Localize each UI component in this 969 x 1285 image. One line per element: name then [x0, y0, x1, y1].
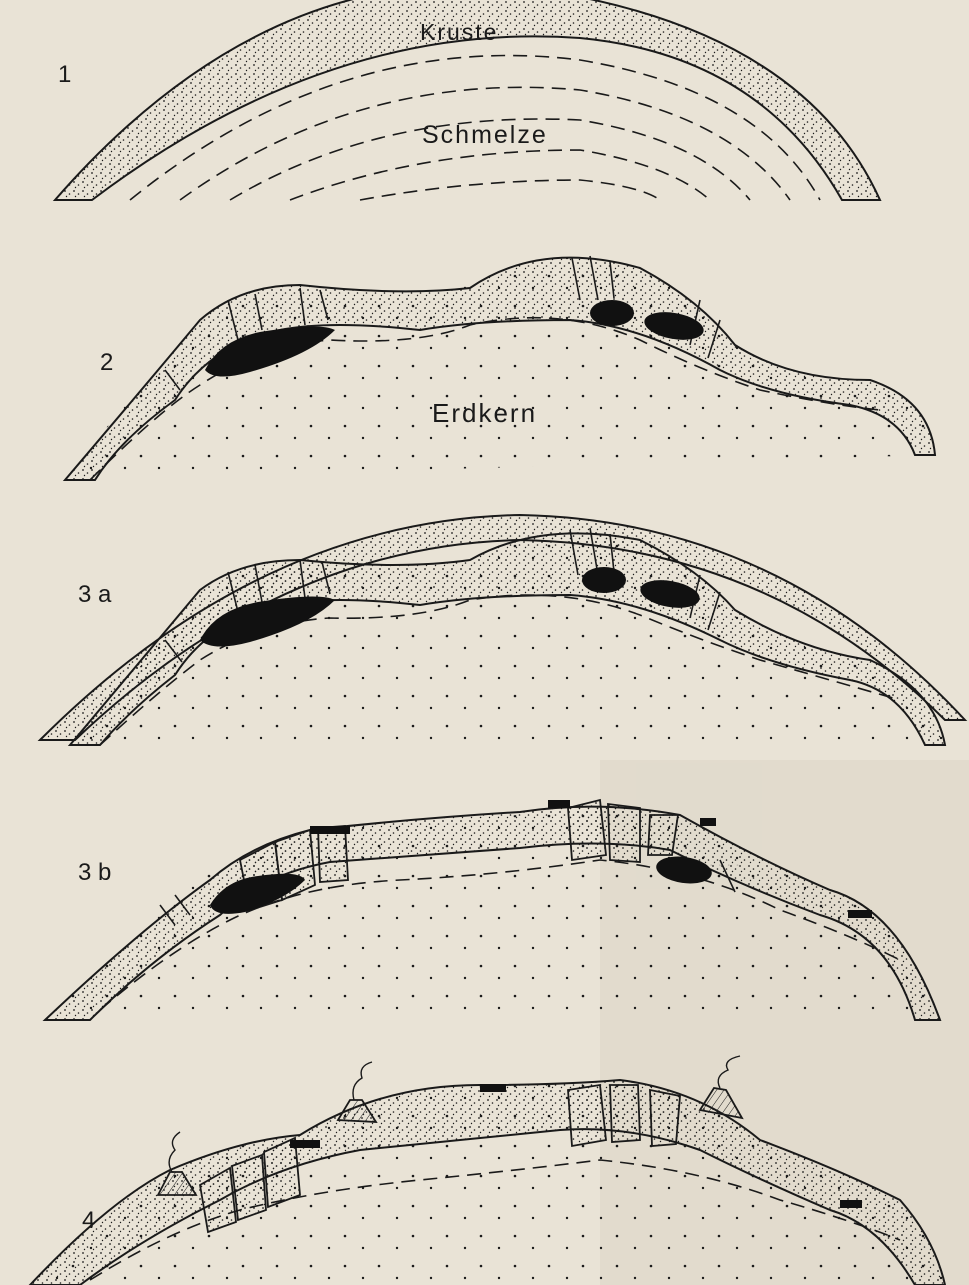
panel-label: 2: [100, 349, 113, 376]
melt-label: Schmelze: [422, 121, 548, 149]
panel-2: 2 Erdkern: [65, 256, 935, 480]
panel-1: 1 Kruste Schmelze: [55, 0, 880, 200]
panel-label: 4: [82, 1207, 95, 1234]
panel-label: 1: [58, 61, 71, 88]
panel-label: 3 a: [78, 581, 112, 608]
panel-3a: 3 a: [40, 515, 965, 745]
crust-label: Kruste: [420, 19, 498, 45]
panel-label: 3 b: [78, 859, 111, 886]
core-label: Erdkern: [432, 398, 537, 428]
